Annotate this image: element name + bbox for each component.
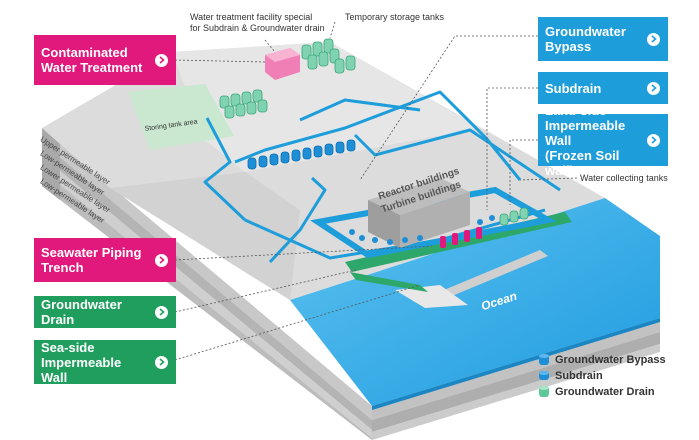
note-treatment-facility: Water treatment facility special for Sub… [190, 12, 325, 33]
legend-subdrain-label: Subdrain [555, 369, 603, 382]
chevron-right-icon [647, 81, 660, 95]
reactor-buildings [368, 178, 470, 248]
groundwater-bypass-label: Groundwater Bypass [545, 24, 626, 54]
groundwater-pipes [203, 90, 561, 264]
legend-drain-label: Groundwater Drain [555, 385, 655, 398]
chevron-right-icon [155, 253, 168, 267]
legend-subdrain: Subdrain [538, 369, 603, 382]
note-temporary-storage: Temporary storage tanks [345, 12, 445, 22]
subdrain-label: Subdrain [545, 80, 602, 96]
subdrain-button[interactable]: Subdrain [538, 72, 668, 104]
legend-groundwater-drain: Groundwater Drain [538, 385, 655, 398]
storing-area-tanks [219, 89, 268, 119]
chevron-right-icon [647, 133, 660, 147]
legend-bypass-label: Groundwater Bypass [555, 353, 666, 366]
leader-lines [174, 21, 578, 361]
ocean [290, 198, 660, 406]
land-side-impermeable-wall-button[interactable]: Land-side Impermeable Wall (Frozen Soil … [538, 103, 668, 178]
contaminated-water-treatment-button[interactable]: Contaminated Water Treatment [34, 35, 176, 85]
subdrain-wells [349, 215, 495, 245]
ground-strata [42, 128, 372, 440]
chevron-right-icon [155, 53, 168, 67]
chevron-right-icon [647, 32, 660, 46]
contaminated-water-treatment-label: Contaminated Water Treatment [41, 45, 143, 75]
legend-groundwater-bypass: Groundwater Bypass [538, 353, 666, 366]
storing-tank-area [128, 84, 234, 150]
treatment-facility [265, 48, 300, 80]
breakwater [420, 250, 548, 306]
land-side-impermeable-wall-label: Land-side Impermeable Wall (Frozen Soil … [545, 102, 626, 178]
chevron-right-icon [155, 305, 168, 319]
temporary-storage-tanks [301, 38, 356, 74]
seawater-trench-markers [440, 227, 482, 248]
note-water-collecting: Water collecting tanks [580, 173, 668, 183]
bypass-tank-icon [539, 354, 549, 365]
chevron-right-icon [155, 355, 168, 369]
sea-side-impermeable-wall-label: Sea-side Impermeable Wall [41, 339, 122, 385]
groundwater-bypass-button[interactable]: Groundwater Bypass [538, 17, 668, 61]
drain-tank-icon [539, 386, 549, 397]
groundwater-drain-button[interactable]: Groundwater Drain [34, 296, 176, 328]
groundwater-bypass-wells [247, 139, 356, 170]
subdrain-tank-icon [539, 371, 549, 380]
seawater-piping-trench-button[interactable]: Seawater Piping Trench [34, 238, 176, 282]
sea-side-impermeable-wall-button[interactable]: Sea-side Impermeable Wall [34, 339, 176, 385]
seawater-piping-trench-label: Seawater Piping Trench [41, 245, 142, 275]
groundwater-drain-label: Groundwater Drain [41, 297, 122, 327]
land-lower [110, 172, 300, 300]
water-collecting-tanks [499, 207, 529, 226]
